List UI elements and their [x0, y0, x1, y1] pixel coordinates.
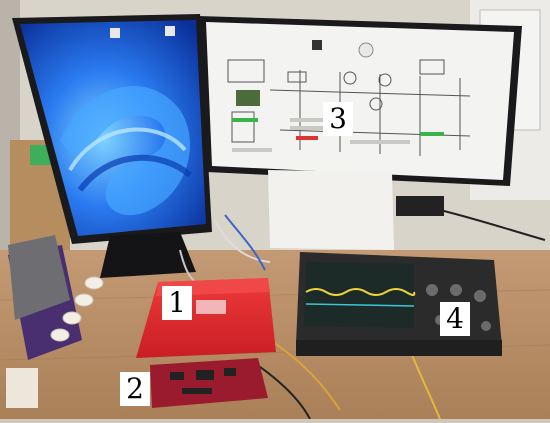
- status-bar-green: [420, 132, 444, 136]
- cable: [214, 219, 271, 263]
- scope-trace-yellow: [305, 288, 416, 296]
- app-gauge: [358, 42, 374, 58]
- status-bar-green: [232, 118, 258, 122]
- left-monitor-stand: [100, 232, 196, 278]
- red-device-logo: [196, 300, 226, 314]
- cable: [409, 349, 441, 420]
- dev-board: [150, 358, 268, 408]
- desktop-icon: [165, 26, 175, 36]
- grey-pad: [8, 235, 70, 320]
- cable: [269, 339, 341, 411]
- windows-bloom: [60, 86, 190, 216]
- white-box: [268, 170, 394, 250]
- scope-screen: [304, 262, 414, 328]
- scope-trace-cyan: [305, 303, 415, 307]
- label-device-3: 3: [323, 102, 353, 136]
- label-device-1: 1: [162, 286, 192, 320]
- board-components: [170, 368, 236, 394]
- app-text-fields: [232, 118, 410, 152]
- black-cable-box: [396, 196, 444, 216]
- desktop-icon: [110, 28, 120, 38]
- status-bar-red: [296, 136, 318, 140]
- paper-note: [6, 368, 38, 408]
- windows-bloom: [68, 127, 187, 172]
- label-device-4: 4: [440, 302, 470, 336]
- scope-base: [296, 340, 502, 356]
- windows-bloom: [77, 154, 192, 192]
- cable: [439, 209, 546, 241]
- label-device-2: 2: [120, 372, 150, 406]
- plastic-cups: [50, 276, 104, 342]
- right-monitor-screen: [206, 22, 514, 180]
- app-logo: [312, 40, 322, 50]
- cable: [224, 214, 266, 271]
- app-image-thumb: [236, 90, 260, 106]
